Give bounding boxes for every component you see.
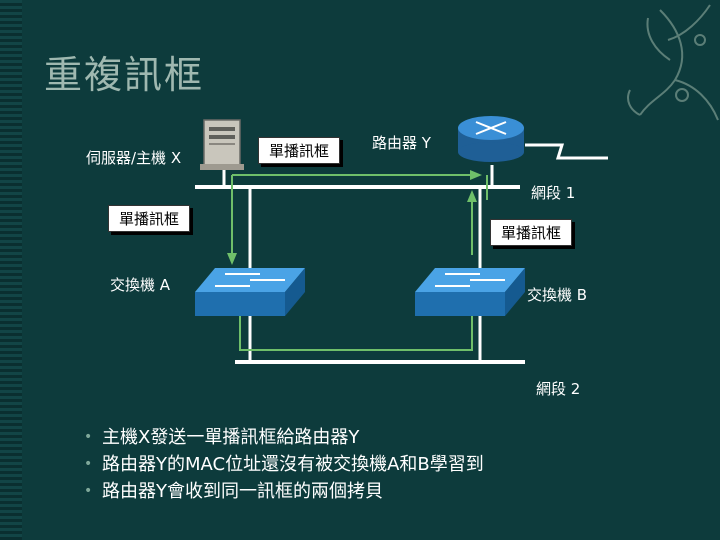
floral-ornament-icon <box>627 4 719 121</box>
slide-title: 重複訊框 <box>44 53 205 97</box>
bullet-item: 路由器Y會收到同一訊框的兩個拷貝 <box>84 478 484 505</box>
switch-a-label: 交換機 A <box>110 276 171 294</box>
network-diagram <box>195 116 608 364</box>
router-icon <box>458 116 524 162</box>
bullet-item: 路由器Y的MAC位址還沒有被交換機A和B學習到 <box>84 451 484 478</box>
left-decorative-strip <box>0 0 22 540</box>
frame-path <box>231 174 488 351</box>
bullet-list: 主機X發送一單播訊框給路由器Y 路由器Y的MAC位址還沒有被交換機A和B學習到 … <box>84 424 484 505</box>
segment2-label: 網段 2 <box>536 380 581 398</box>
unicast-frame-top: 單播訊框 <box>258 137 341 164</box>
server-label: 伺服器/主機 X <box>86 149 182 167</box>
unicast-frame-right: 單播訊框 <box>490 219 573 246</box>
unicast-frame-left: 單播訊框 <box>108 205 191 232</box>
router-label: 路由器 Y <box>372 134 431 152</box>
switch-b-icon <box>415 268 525 316</box>
server-tower-icon <box>200 119 244 170</box>
switch-a-icon <box>195 268 305 316</box>
bullet-item: 主機X發送一單播訊框給路由器Y <box>84 424 484 451</box>
segment1-label: 網段 1 <box>531 184 576 202</box>
switch-b-label: 交換機 B <box>527 286 588 304</box>
